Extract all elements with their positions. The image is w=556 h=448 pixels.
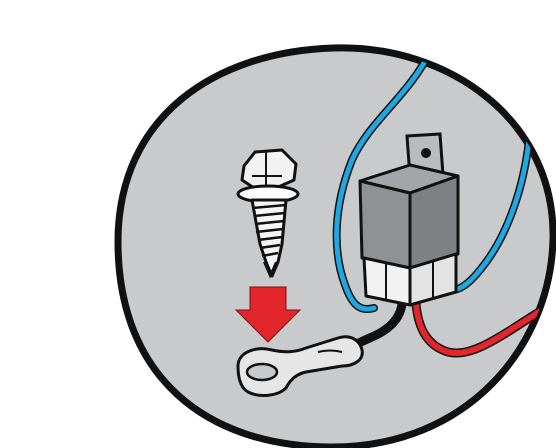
relay-ground-illustration [0,0,556,448]
